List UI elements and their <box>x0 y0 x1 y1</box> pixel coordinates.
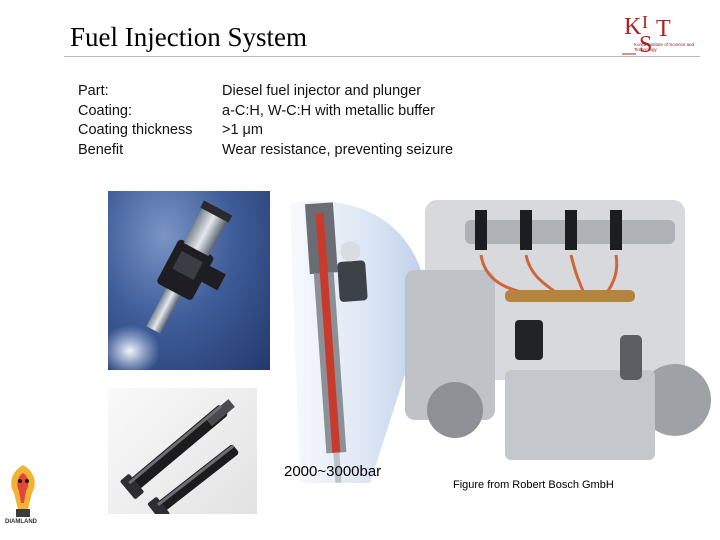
spec-row-coating: Coating: a-C:H, W-C:H with metallic buff… <box>78 102 453 122</box>
spec-value: Wear resistance, preventing seizure <box>222 141 454 158</box>
spec-list: Part: Diesel fuel injector and plunger C… <box>78 82 453 160</box>
pressure-caption: 2000~3000bar <box>284 463 382 480</box>
spec-value: a-C:H, W-C:H with metallic buffer <box>222 102 435 119</box>
spec-label: Coating thickness <box>78 122 193 138</box>
spec-value: Diesel fuel injector and plunger <box>222 83 422 99</box>
plunger-photo <box>108 388 257 521</box>
svg-text:K: K <box>624 14 642 40</box>
title-underline <box>64 56 700 57</box>
injector-photo <box>100 191 270 377</box>
fuel-injector-image <box>100 200 233 377</box>
spec-row-thickness: Coating thickness >1 μm <box>78 121 453 141</box>
svg-text:T: T <box>656 16 671 42</box>
engine-illustration <box>405 200 711 460</box>
svg-text:S: S <box>639 32 652 58</box>
spec-label: Coating: <box>78 102 133 119</box>
plunger-image <box>120 399 239 521</box>
kist-logo: K I S T <box>622 12 671 58</box>
injector-cross-section <box>290 201 428 483</box>
image-credit: Figure from Robert Bosch GmbH <box>453 479 614 491</box>
spec-value: >1 μm <box>222 122 263 138</box>
svg-text:I: I <box>642 12 648 32</box>
logo-subtitle: Korea Institute of Science and Technolog… <box>634 42 695 52</box>
spec-row-benefit: Benefit Wear resistance, preventing seiz… <box>78 141 453 161</box>
spec-row-part: Part: Diesel fuel injector and plunger <box>78 82 453 102</box>
spec-label: Part: <box>78 83 109 99</box>
mascot-logo <box>11 465 35 517</box>
slide-title: Fuel Injection System <box>70 22 307 52</box>
spec-label: Benefit <box>78 141 124 158</box>
mascot-label: DIAMLAND <box>5 519 37 525</box>
